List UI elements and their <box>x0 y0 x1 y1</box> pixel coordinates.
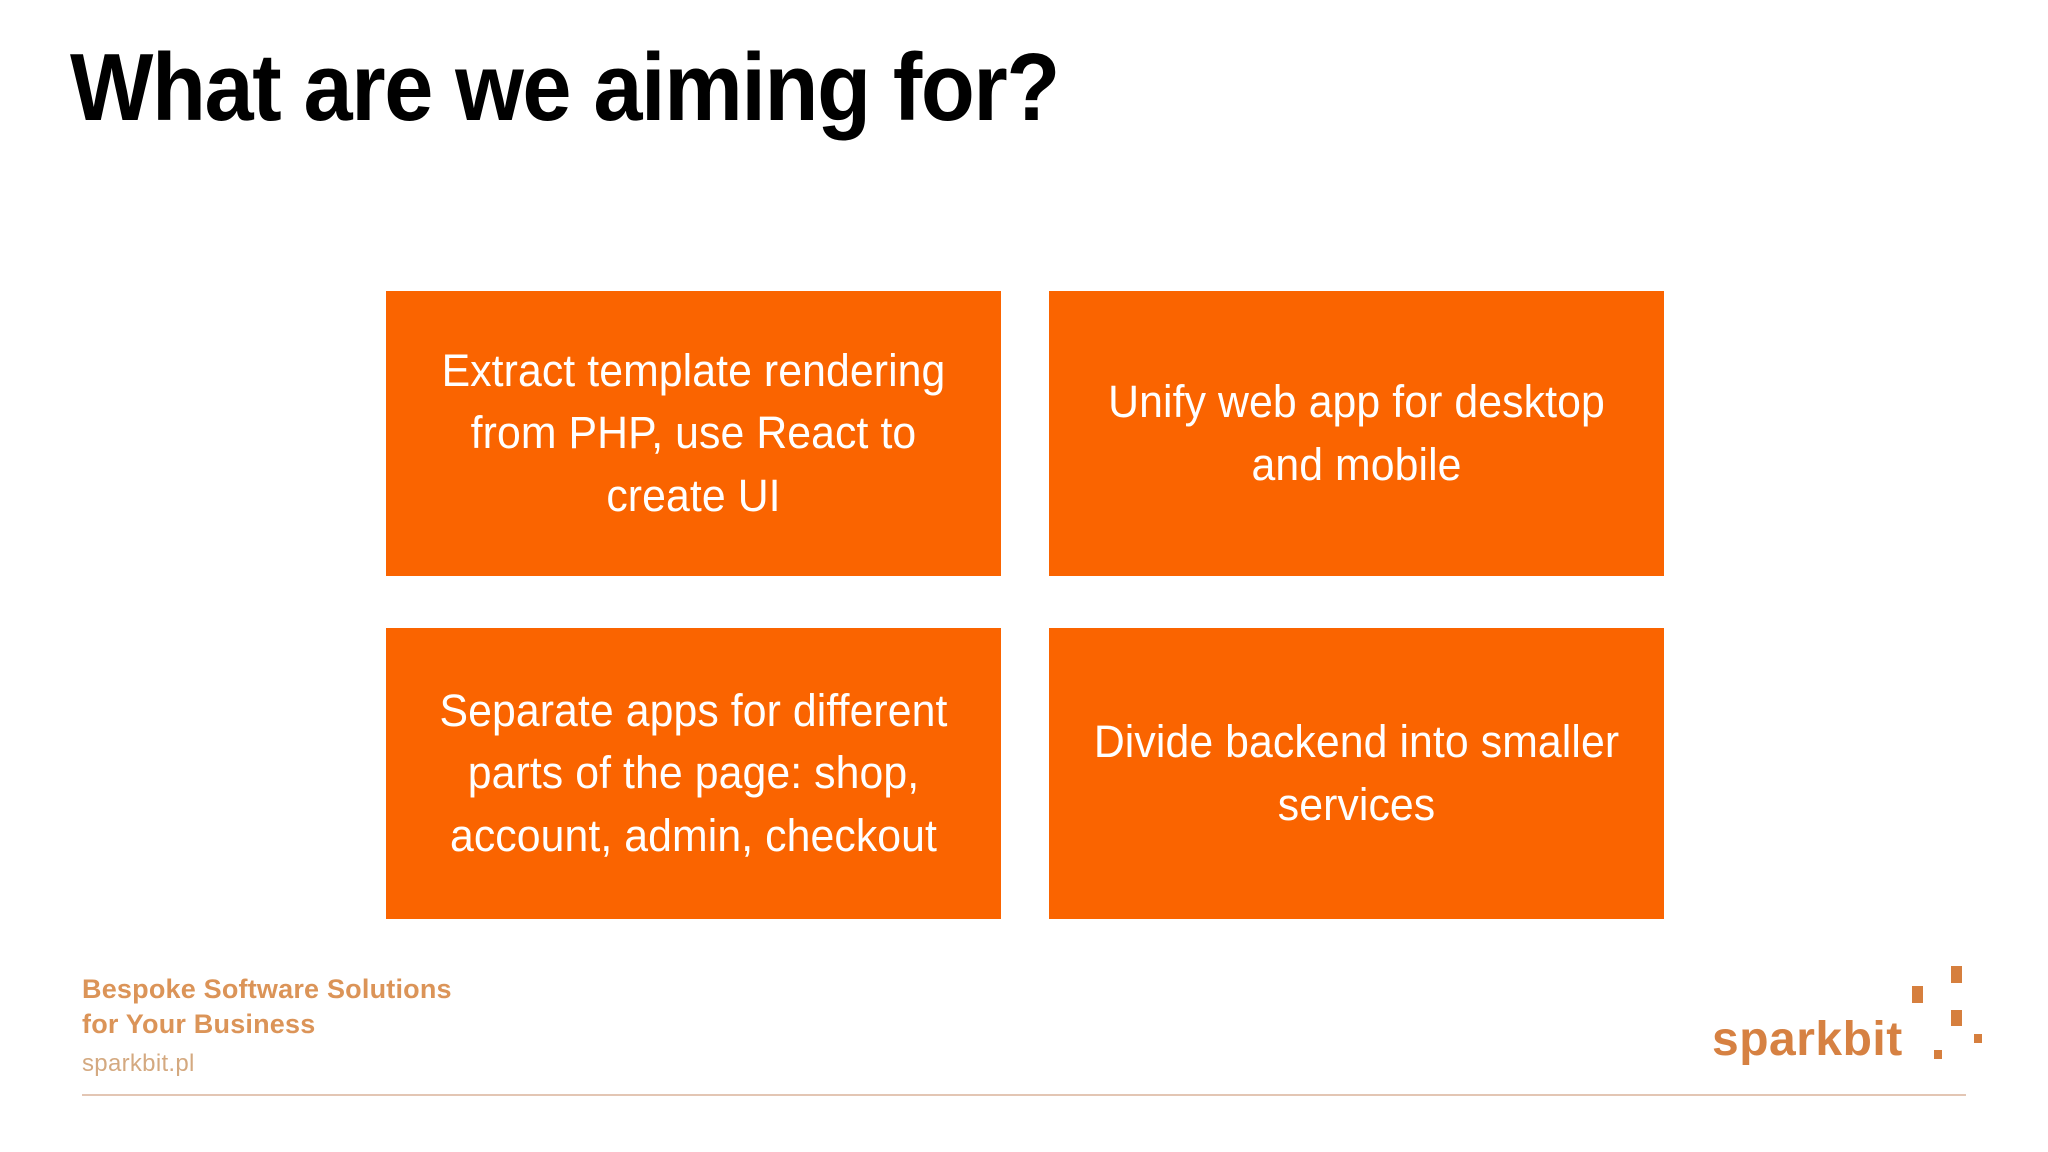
goal-box-separate-apps[interactable]: Separate apps for different parts of the… <box>386 628 1001 919</box>
tagline-line-2: for Your Business <box>82 1008 316 1039</box>
tagline-line-1: Bespoke Software Solutions <box>82 974 452 1004</box>
goal-box-label: Separate apps for different parts of the… <box>439 685 948 861</box>
brand-wordmark: sparkbit <box>1712 1013 1903 1066</box>
goal-box-label: Extract template rendering from PHP, use… <box>441 345 946 521</box>
footer-divider <box>82 1094 1966 1096</box>
sparkbit-dots-icon <box>1902 960 2006 1070</box>
logo-dot-5 <box>1934 1050 1942 1059</box>
logo-dot-4 <box>1974 1034 1982 1043</box>
logo-dot-1 <box>1951 966 1962 983</box>
goals-grid: Extract template rendering from PHP, use… <box>386 291 1664 919</box>
footer-tagline: Bespoke Software Solutions for Your Busi… <box>82 972 602 1082</box>
logo-dot-3 <box>1951 1010 1962 1026</box>
goal-box-unify-web-app[interactable]: Unify web app for desktop and mobile <box>1049 291 1664 576</box>
goal-box-extract-template[interactable]: Extract template rendering from PHP, use… <box>386 291 1001 576</box>
goal-box-label: Unify web app for desktop and mobile <box>1108 376 1605 490</box>
logo-dot-2 <box>1912 986 1923 1003</box>
goal-box-label: Divide backend into smaller services <box>1093 716 1620 830</box>
sparkbit-logo: sparkbit <box>1706 960 2006 1070</box>
goal-box-divide-backend[interactable]: Divide backend into smaller services <box>1049 628 1664 919</box>
page-title: What are we aiming for? <box>70 34 1060 141</box>
website-url: sparkbit.pl <box>82 1050 195 1078</box>
